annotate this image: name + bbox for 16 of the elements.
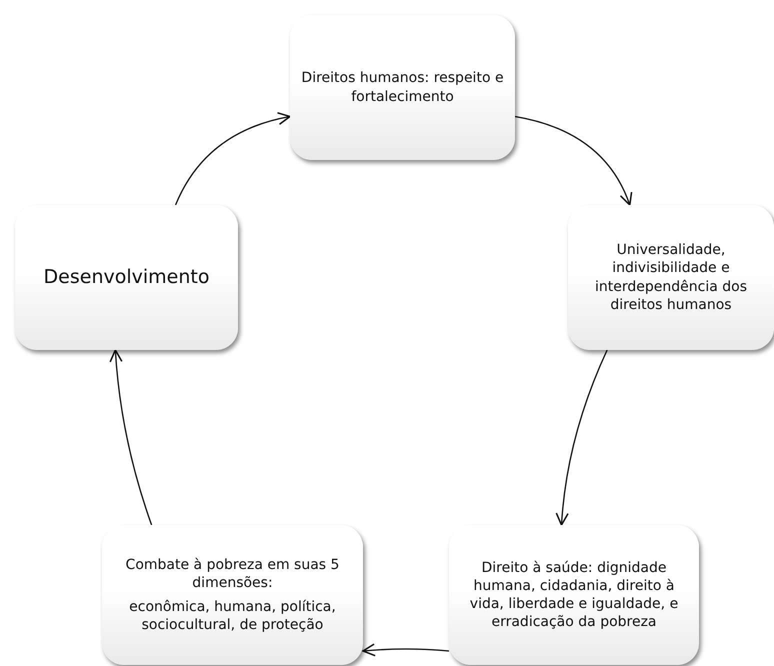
rounded-box (290, 15, 515, 160)
box-text: econômica, humana, política, sociocultural, de proteção (128, 598, 337, 634)
rounded-box (568, 205, 774, 350)
arrow (362, 643, 450, 657)
box-text: Direito à saúde: dignidade humana, cidadania, direito à vida, liberdade e igualdade, e erradicação da pobreza (468, 558, 680, 632)
arrow (514, 116, 632, 206)
arrow (110, 349, 152, 526)
arrow (174, 112, 291, 206)
rounded-box (102, 525, 363, 665)
arrow (556, 350, 608, 526)
rounded-box (449, 525, 699, 665)
box-text: Desenvolvimento (44, 265, 210, 290)
rounded-box (15, 205, 238, 350)
box-text: Direitos humanos: respeito e fortalecimento (300, 69, 505, 106)
box-text: Universalidade, indivisibilidade e interdependência dos direitos humanos (594, 241, 748, 314)
box-text: Combate à pobreza em suas 5 dimensões: (124, 556, 340, 592)
